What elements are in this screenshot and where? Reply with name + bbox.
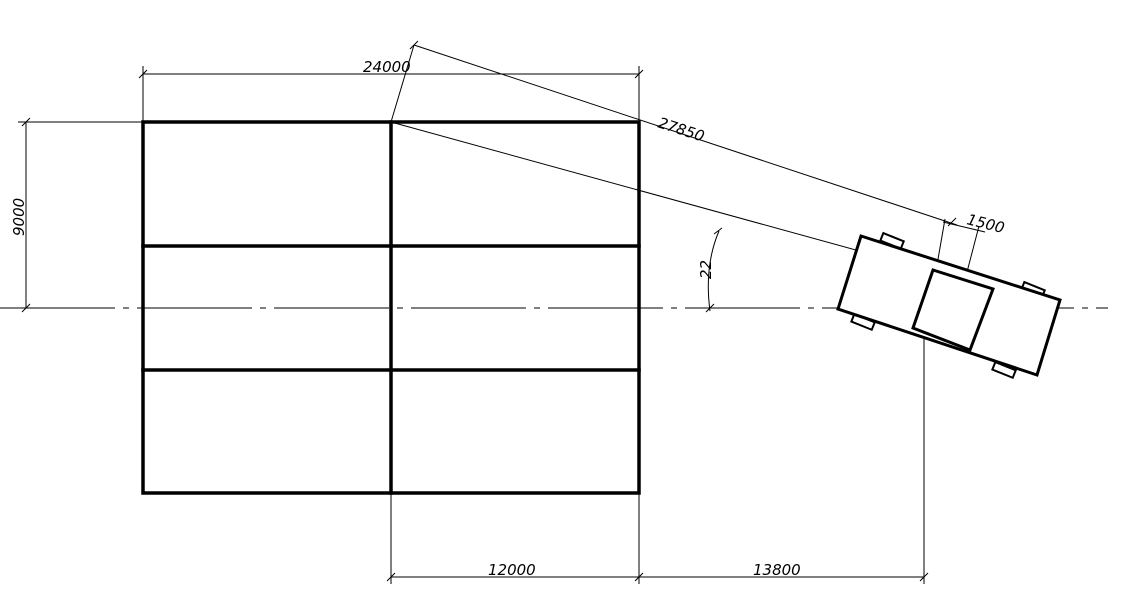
dimension-label-1500: 1500 (965, 210, 1006, 237)
dimension-total-width: 24000 (138, 58, 644, 122)
dimension-label-13800: 13800 (753, 561, 801, 579)
dimension-label-27850: 27850 (656, 114, 707, 146)
dimension-label-24000: 24000 (363, 58, 411, 76)
car-cabin (911, 268, 995, 352)
dimension-height: 9000 (10, 117, 143, 313)
dimension-label-22: 22 (697, 260, 715, 279)
car-icon (836, 231, 1062, 380)
dimension-angle: 22 (697, 227, 723, 313)
dimension-label-12000: 12000 (488, 561, 536, 579)
dimension-bottom: 12000 13800 (386, 300, 929, 584)
dimension-label-9000: 9000 (10, 198, 28, 236)
car-wheel (991, 360, 1018, 380)
